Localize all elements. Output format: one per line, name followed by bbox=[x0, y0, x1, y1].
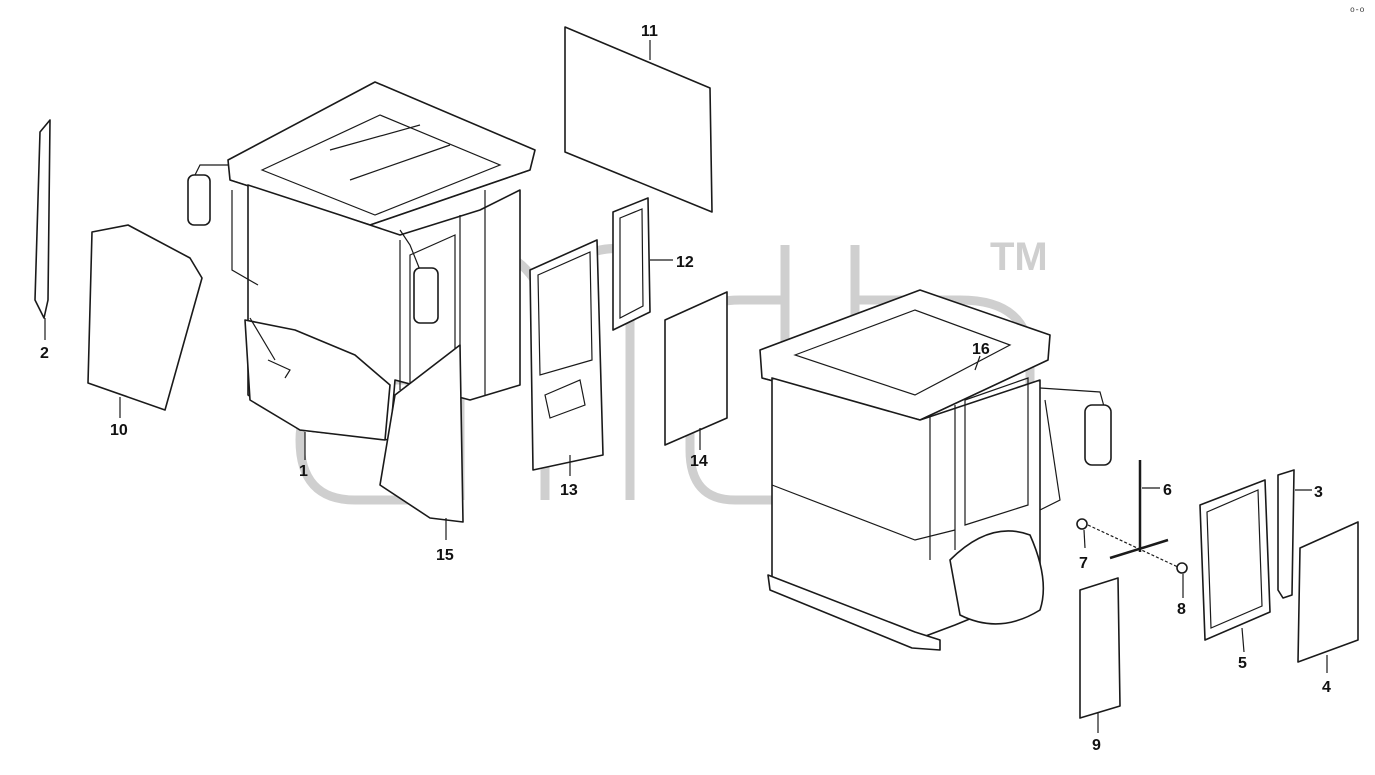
callout-14: 14 bbox=[690, 453, 708, 470]
part-2-seal-strip bbox=[34, 119, 51, 319]
cab-assembly-left bbox=[187, 81, 536, 441]
part-3-strip bbox=[1277, 469, 1295, 599]
callout-16: 16 bbox=[972, 341, 990, 358]
callout-2: 2 bbox=[40, 345, 49, 362]
cab-right-fender bbox=[949, 530, 1045, 625]
cab-right-lower-band bbox=[771, 484, 956, 541]
callout-9: 9 bbox=[1092, 737, 1101, 754]
cab-left-mirror-arm-right bbox=[399, 229, 421, 271]
callout-7: 7 bbox=[1079, 555, 1088, 572]
callout-1: 1 bbox=[299, 463, 308, 480]
part-10-side-glass bbox=[87, 224, 203, 411]
corner-mark: o-o bbox=[1350, 6, 1365, 15]
cab-right-mirror-arm bbox=[1039, 387, 1106, 511]
part-12-window-frame bbox=[612, 197, 651, 331]
callout-3: 3 bbox=[1314, 484, 1323, 501]
cab-left-roof-panel bbox=[260, 114, 502, 216]
cab-left-mirror-right bbox=[413, 267, 439, 324]
cab-left-mirror-arm-left bbox=[194, 164, 259, 286]
cab-right-mirror bbox=[1084, 404, 1112, 466]
cab-left-handle bbox=[249, 317, 291, 379]
cab-assembly-right bbox=[759, 289, 1112, 651]
callout-15: 15 bbox=[436, 547, 454, 564]
cab-left-roof-seam-b bbox=[349, 144, 451, 181]
callout-5: 5 bbox=[1238, 655, 1247, 672]
callout-13: 13 bbox=[560, 482, 578, 499]
cab-left-lower-panel bbox=[244, 319, 391, 441]
part-8-nut bbox=[1176, 562, 1188, 574]
part-4-glass-panel bbox=[1297, 521, 1359, 663]
watermark-trademark: TM bbox=[990, 235, 1048, 279]
cab-right-door bbox=[929, 377, 1029, 560]
cab-left-mirror-left bbox=[187, 174, 211, 226]
part-6-wiper bbox=[1109, 460, 1169, 560]
cab-left-roof-seam-a bbox=[329, 124, 421, 151]
callout-8: 8 bbox=[1177, 601, 1186, 618]
callout-10: 10 bbox=[110, 422, 128, 439]
part-9-narrow-glass bbox=[1079, 577, 1121, 719]
part-14-door-glass bbox=[664, 291, 728, 446]
part-7-bolt bbox=[1076, 518, 1181, 569]
callout-6: 6 bbox=[1163, 482, 1172, 499]
cab-right-roof-panel bbox=[793, 309, 1012, 396]
part-13-door bbox=[529, 239, 604, 471]
cab-right-base bbox=[767, 574, 941, 651]
callout-4: 4 bbox=[1322, 679, 1331, 696]
part-5-framed-window bbox=[1199, 479, 1271, 641]
leader-lines bbox=[44, 40, 1328, 733]
callout-11: 11 bbox=[641, 23, 658, 40]
callout-12: 12 bbox=[676, 254, 694, 271]
part-11-rear-glass bbox=[564, 26, 713, 213]
